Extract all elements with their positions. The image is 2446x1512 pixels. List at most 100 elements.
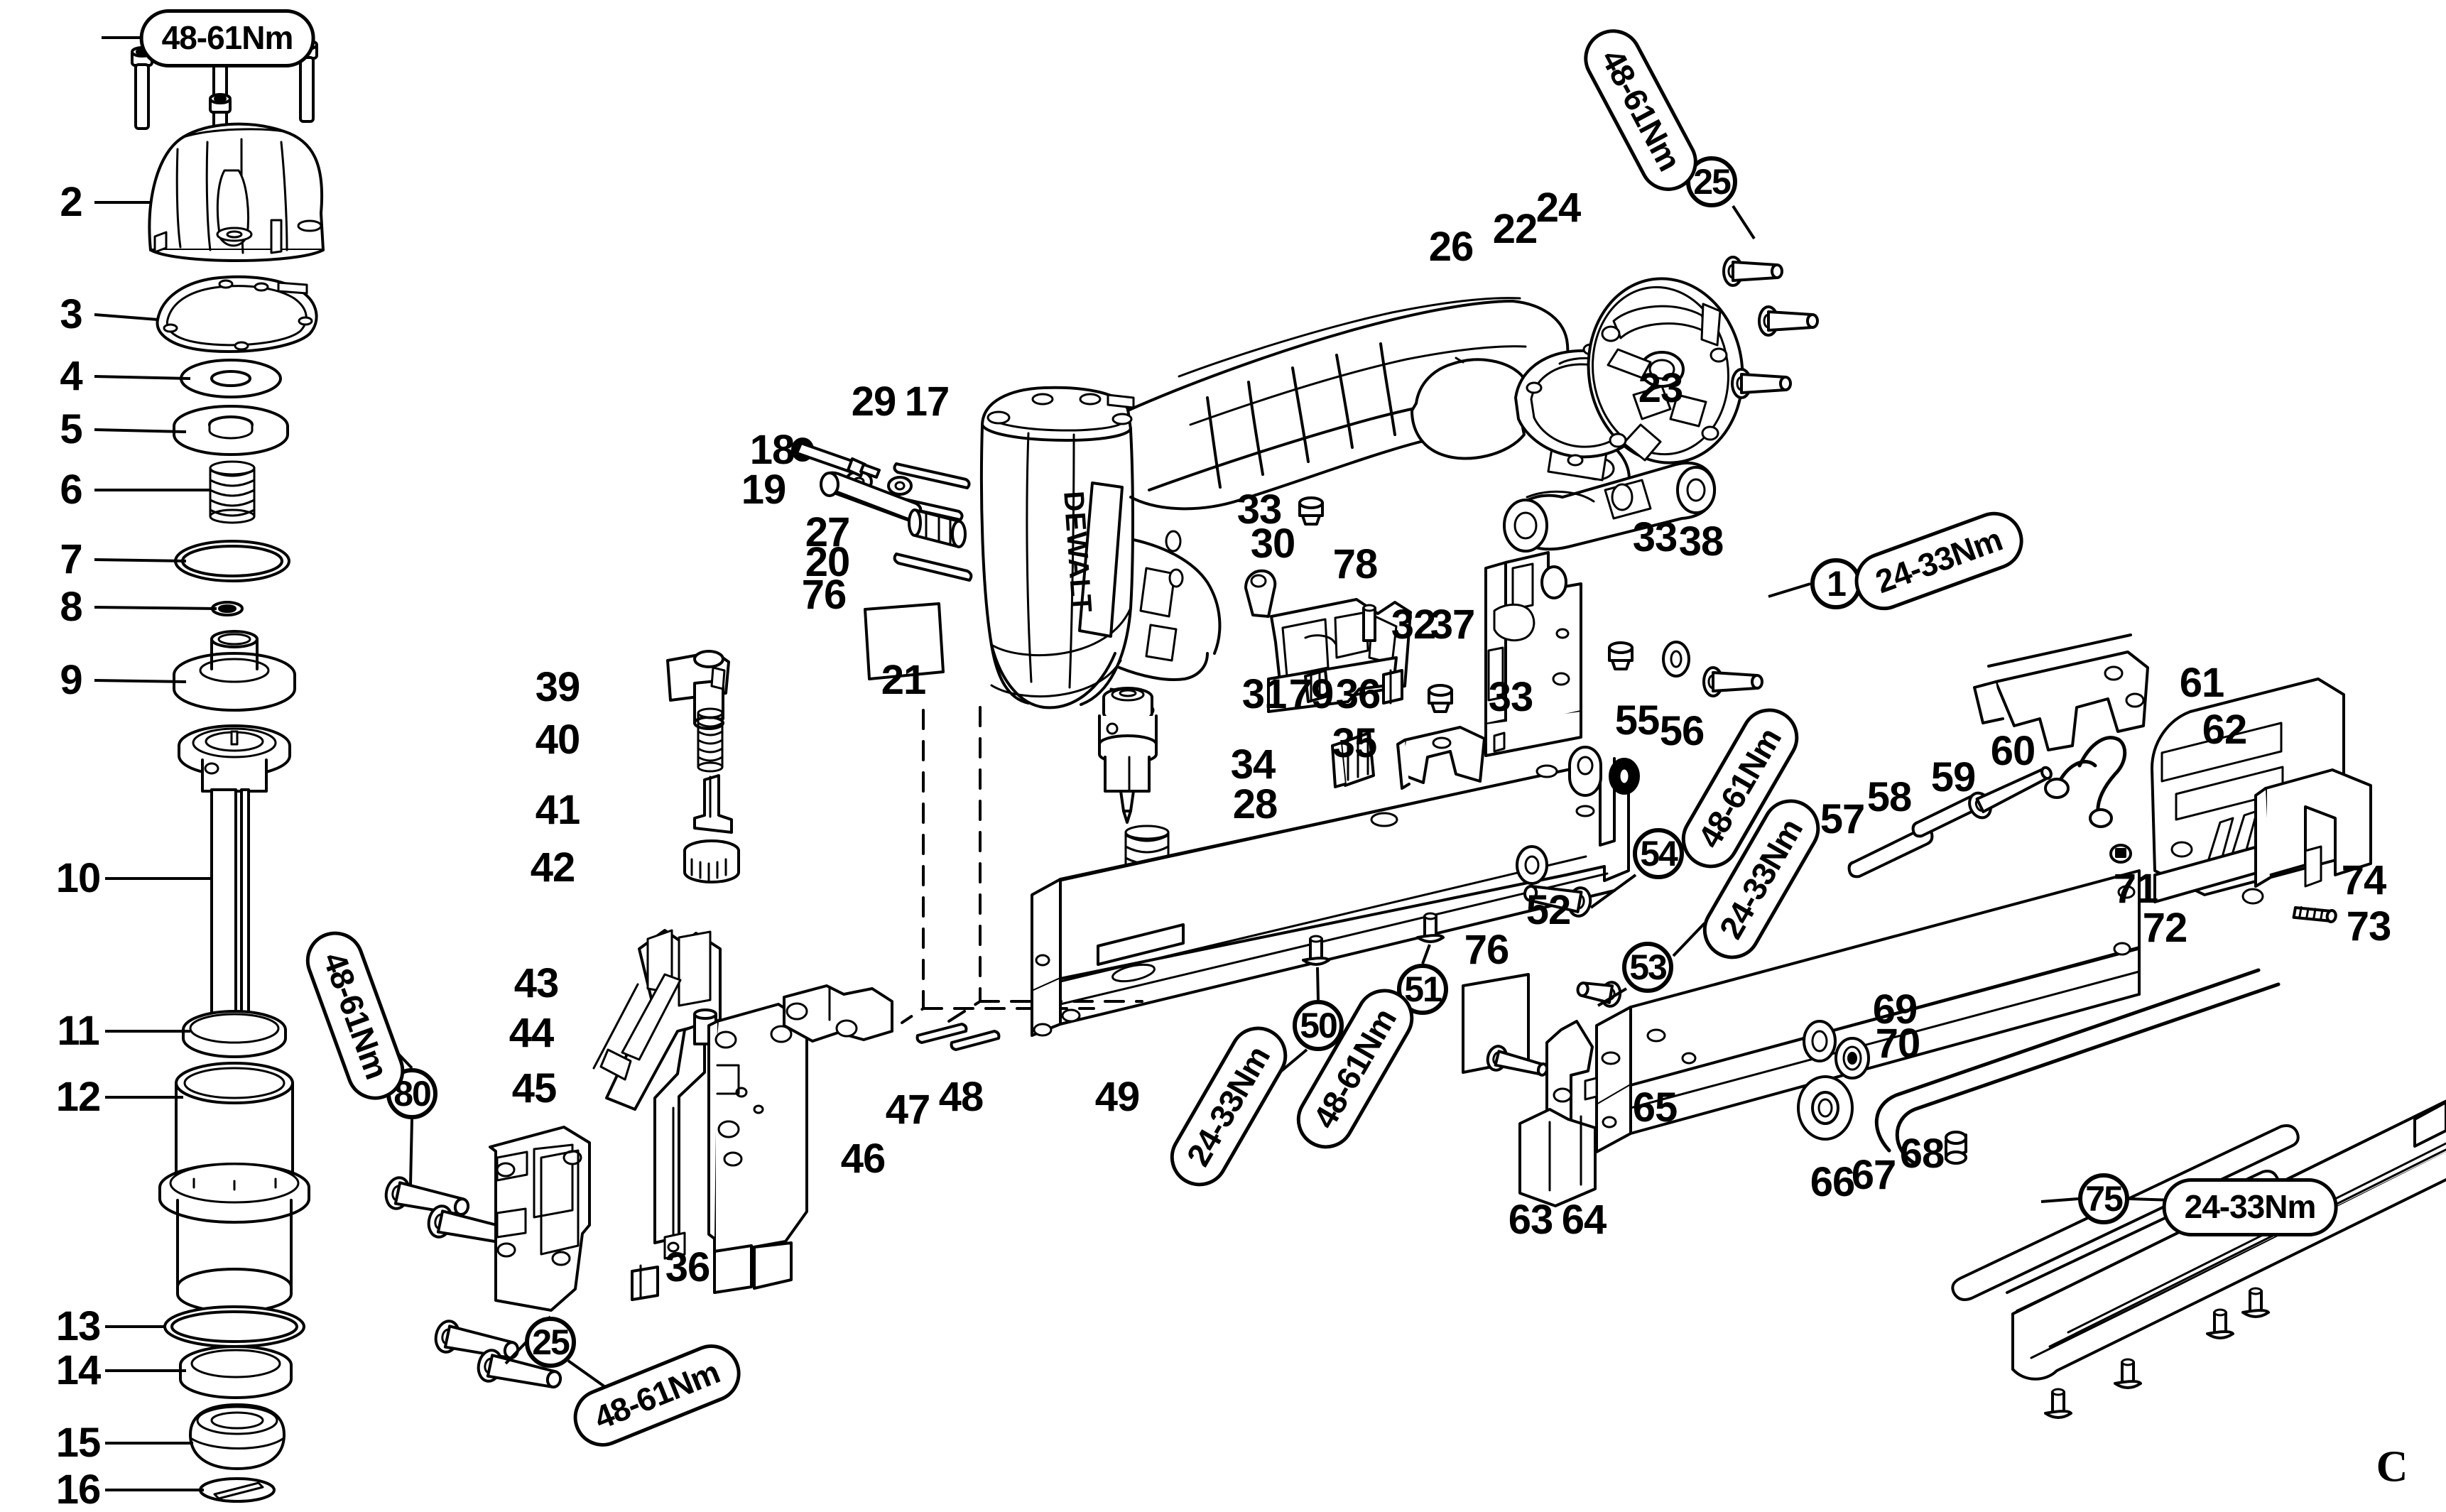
part-60-spring-clip bbox=[2044, 736, 2127, 828]
leader-line bbox=[94, 558, 187, 562]
part-number-9: 9 bbox=[60, 657, 82, 703]
part-number-59: 59 bbox=[1930, 754, 1977, 800]
part-number-57: 57 bbox=[1820, 796, 1866, 842]
part-12-cylinder bbox=[158, 1062, 310, 1313]
part-number-29: 29 bbox=[851, 379, 897, 425]
part-number-6: 6 bbox=[60, 467, 82, 513]
part-79-clip bbox=[1304, 669, 1330, 703]
callout-bubble-75: 75 bbox=[2078, 1173, 2129, 1224]
part-number-4: 4 bbox=[60, 353, 82, 399]
part-number-3: 3 bbox=[60, 291, 82, 337]
part-number-22: 22 bbox=[1492, 206, 1538, 252]
part-number-37: 37 bbox=[1430, 602, 1476, 648]
part-bottom-rail bbox=[2011, 1099, 2446, 1419]
part-number-52: 52 bbox=[1526, 887, 1572, 933]
part-69-70-66-washers bbox=[1797, 1020, 1870, 1141]
part-number-30: 30 bbox=[1250, 521, 1296, 567]
part-number-8: 8 bbox=[60, 584, 82, 630]
part-number-34: 34 bbox=[1230, 741, 1276, 788]
part-number-20: 20 bbox=[805, 539, 851, 585]
part-38-washer bbox=[1662, 641, 1690, 678]
part-number-76: 76 bbox=[801, 572, 847, 618]
part-76-label-plate-left bbox=[864, 602, 945, 680]
part-14-ring bbox=[179, 1345, 293, 1399]
part-67-return-tube bbox=[1874, 968, 2281, 1165]
part-59-bolt bbox=[1968, 766, 2053, 820]
part-number-64: 64 bbox=[1561, 1197, 1607, 1243]
part-number-78: 78 bbox=[1332, 541, 1379, 587]
part-47-link bbox=[783, 984, 893, 1043]
part-11-seal bbox=[182, 1010, 287, 1058]
part-number-46: 46 bbox=[840, 1136, 886, 1182]
callout-bubble-53: 53 bbox=[1622, 942, 1673, 993]
part-36-key-right bbox=[1382, 669, 1403, 705]
part-number-55: 55 bbox=[1614, 697, 1660, 744]
part-number-5: 5 bbox=[60, 406, 82, 452]
part-number-24: 24 bbox=[1535, 185, 1582, 231]
part-number-76: 76 bbox=[1464, 927, 1510, 973]
part-23-arm bbox=[1503, 461, 1717, 553]
part-24-end-cap bbox=[1587, 277, 1744, 464]
part-30-pin bbox=[1244, 569, 1277, 618]
part-number-79: 79 bbox=[1288, 671, 1335, 717]
part-73-screw bbox=[2292, 905, 2337, 923]
part-number-58: 58 bbox=[1866, 774, 1913, 820]
part-number-14: 14 bbox=[55, 1347, 102, 1393]
part-number-15: 15 bbox=[55, 1420, 102, 1466]
part-number-47: 47 bbox=[885, 1087, 931, 1133]
leader-line bbox=[94, 428, 187, 433]
part-number-45: 45 bbox=[511, 1065, 558, 1111]
copyright-icon: C bbox=[2376, 1442, 2408, 1491]
part-number-35: 35 bbox=[1332, 720, 1378, 766]
part-number-74: 74 bbox=[2341, 857, 2387, 903]
part-48-pins bbox=[915, 1023, 1001, 1051]
part-71-clip bbox=[2109, 844, 2132, 864]
part-27-bushing bbox=[908, 508, 967, 548]
part-number-32: 32 bbox=[1391, 602, 1437, 648]
part-55-spacer bbox=[1568, 746, 1602, 797]
part-number-36: 36 bbox=[1335, 671, 1381, 717]
part-33-nuts bbox=[1298, 496, 1634, 713]
part-number-44: 44 bbox=[509, 1010, 555, 1056]
part-7-oring bbox=[174, 540, 290, 582]
callout-bubble-50: 50 bbox=[1293, 1000, 1344, 1051]
part-number-48: 48 bbox=[938, 1074, 984, 1120]
part-number-42: 42 bbox=[530, 844, 576, 891]
part-6-spring bbox=[209, 460, 256, 524]
part-26-gasket-plate bbox=[1410, 357, 1532, 460]
part-number-73: 73 bbox=[2346, 903, 2392, 950]
part-20-pin bbox=[893, 553, 973, 582]
torque-label-pill-top-left: 48-61Nm bbox=[139, 9, 315, 67]
part-34-valve-assembly bbox=[1098, 687, 1158, 824]
leader-line bbox=[94, 679, 187, 683]
part-number-2: 2 bbox=[60, 179, 82, 225]
part-9-piston bbox=[173, 630, 296, 712]
part-3-gasket bbox=[156, 275, 318, 354]
part-65-guide-rail bbox=[1595, 869, 2141, 1153]
part-number-17: 17 bbox=[904, 379, 950, 425]
callout-bubble-1: 1 bbox=[1810, 558, 1861, 609]
leader-line bbox=[94, 606, 217, 610]
part-number-60: 60 bbox=[1990, 728, 2036, 774]
part-number-26: 26 bbox=[1428, 224, 1474, 270]
part-number-21: 21 bbox=[881, 657, 927, 703]
torque-label-pill-bottom-right: 24-33Nm bbox=[2162, 1178, 2338, 1236]
part-number-71: 71 bbox=[2113, 866, 2159, 912]
part-number-33: 33 bbox=[1632, 514, 1678, 560]
part-4-washer bbox=[180, 359, 282, 398]
part-number-68: 68 bbox=[1899, 1131, 1945, 1177]
part-number-12: 12 bbox=[55, 1074, 102, 1120]
part-number-33: 33 bbox=[1236, 486, 1283, 533]
part-35-clip bbox=[1396, 726, 1486, 790]
part-number-13: 13 bbox=[55, 1303, 102, 1349]
part-36-key-left bbox=[631, 1264, 659, 1301]
part-number-36: 36 bbox=[665, 1244, 711, 1290]
leader-line bbox=[94, 375, 191, 380]
part-number-49: 49 bbox=[1094, 1074, 1141, 1120]
part-number-61: 61 bbox=[2179, 660, 2225, 706]
part-number-31: 31 bbox=[1241, 671, 1288, 717]
part-number-7: 7 bbox=[60, 536, 82, 582]
part-number-66: 66 bbox=[1810, 1159, 1856, 1205]
leader-line bbox=[94, 313, 158, 321]
